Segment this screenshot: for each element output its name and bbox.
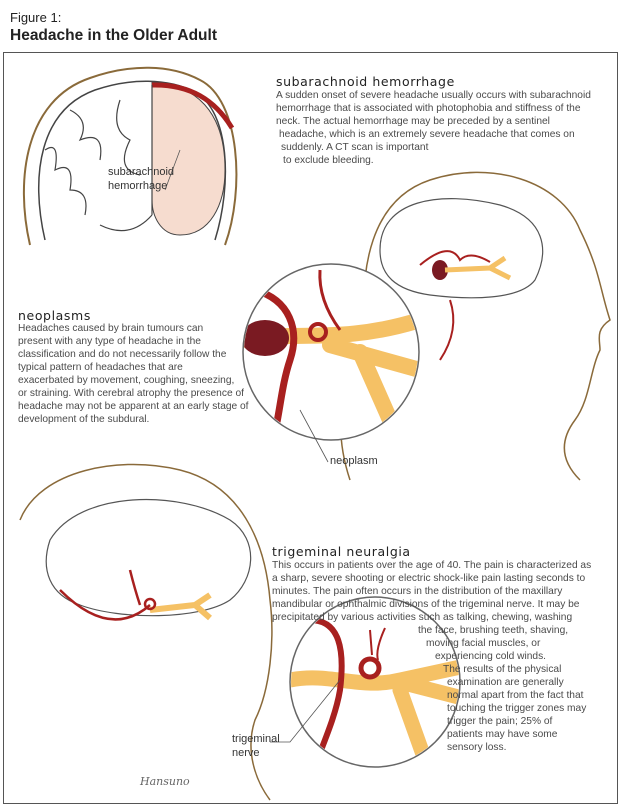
- trigeminal-line: trigger the pain; 25% of: [447, 716, 553, 727]
- neoplasms-line: or straining. With cerebral atrophy the …: [18, 388, 244, 399]
- trigeminal-nerve-label: nerve: [232, 747, 260, 759]
- trigeminal-line: normal apart from the fact that: [447, 690, 584, 701]
- neoplasms-line: classification and do not necessarily fo…: [18, 349, 227, 360]
- subarachnoid-heading: subarachnoid hemorrhage: [276, 74, 455, 89]
- trigeminal-line: sensory loss.: [447, 742, 507, 753]
- figure-label: Figure 1:: [10, 10, 62, 25]
- neoplasms-line: exacerbated by movement, coughing, sneez…: [18, 375, 235, 386]
- neoplasms-line: development of the subdural.: [18, 414, 150, 425]
- trigeminal-line: This occurs in patients over the age of …: [272, 560, 592, 571]
- neoplasms-line: headache may not be apparent at an early…: [18, 401, 249, 412]
- trigeminal-line: moving facial muscles, or: [426, 638, 541, 649]
- neoplasms-line: Headaches caused by brain tumours can: [18, 323, 204, 334]
- subarachnoid-label: hemorrhage: [108, 180, 168, 192]
- coronal-brain-illustration: [22, 66, 238, 246]
- neoplasm-label: neoplasm: [330, 455, 378, 467]
- trigeminal-line: experiencing cold winds.: [435, 651, 546, 662]
- head-trigeminal-illustration: [19, 463, 273, 801]
- subarachnoid-line: headache, which is an extremely severe h…: [279, 129, 575, 140]
- neoplasms-line: typical pattern of headaches that are: [18, 362, 183, 373]
- trigeminal-line: precipitated by various activities such …: [272, 612, 573, 623]
- trigeminal-line: a sharp, severe shooting or electric sho…: [272, 573, 586, 584]
- trigeminal-line: examination are generally: [447, 677, 564, 688]
- figure-title: Headache in the Older Adult: [10, 27, 217, 44]
- subarachnoid-line: to exclude bleeding.: [283, 155, 374, 166]
- trigeminal-line: touching the trigger zones may: [447, 703, 587, 714]
- neoplasm-magnifier: [242, 263, 420, 463]
- subarachnoid-line: A sudden onset of severe headache usuall…: [276, 90, 591, 101]
- trigeminal-line: patients may have some: [447, 729, 558, 740]
- trigeminal-line: The results of the physical: [443, 664, 562, 675]
- figure-frame: [3, 52, 618, 804]
- trigeminal-line: minutes. The pain often occurs in the di…: [272, 586, 563, 597]
- subarachnoid-line: suddenly. A CT scan is important: [281, 142, 429, 153]
- neoplasms-line: present with any type of headache in the: [18, 336, 201, 347]
- trigeminal-nerve-label: trigeminal: [232, 733, 280, 745]
- trigeminal-heading: trigeminal neuralgia: [272, 544, 411, 559]
- trigeminal-line: the face, brushing teeth, shaving,: [418, 625, 569, 636]
- subarachnoid-line: hemorrhage that is associated with photo…: [276, 103, 581, 114]
- trigeminal-line: mandibular or ophthalmic divisions of th…: [272, 599, 580, 610]
- neoplasms-heading: neoplasms: [18, 308, 91, 323]
- subarachnoid-line: neck. The actual hemorrhage may be prece…: [276, 116, 550, 127]
- subarachnoid-label: subarachnoid: [108, 166, 175, 178]
- signature: Hansuno: [139, 775, 190, 788]
- trigeminal-magnifier: [270, 596, 461, 768]
